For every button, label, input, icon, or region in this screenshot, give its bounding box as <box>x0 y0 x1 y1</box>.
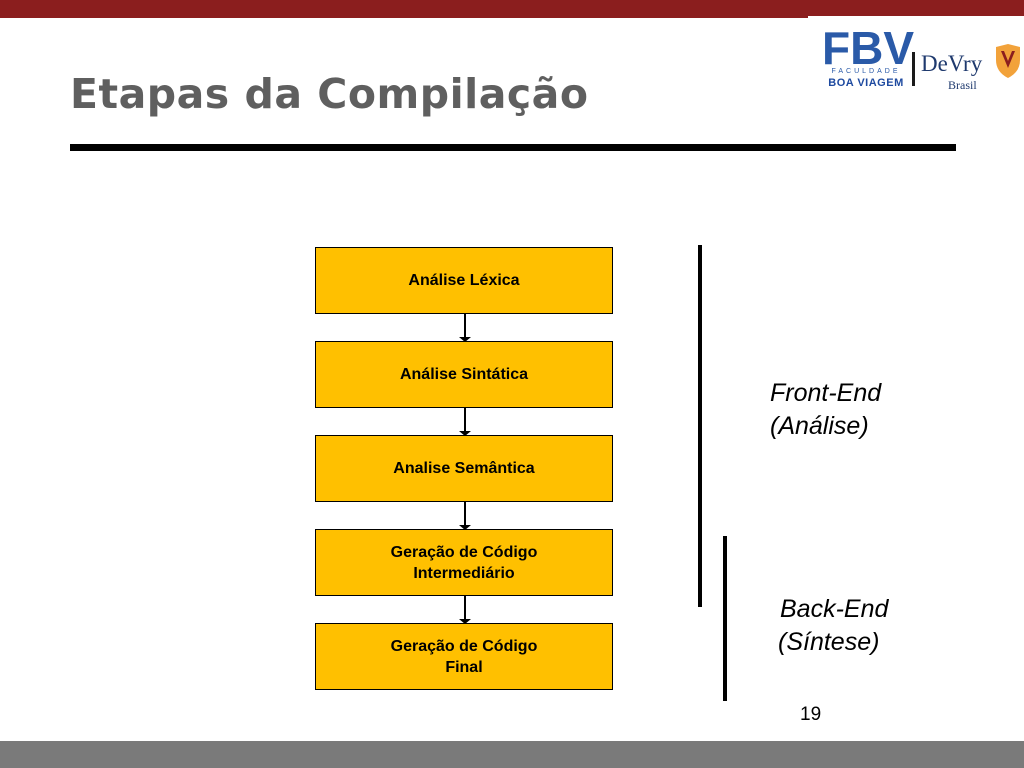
title-underline <box>70 144 956 151</box>
back-end-bracket <box>723 536 727 701</box>
devry-logo-subtitle: Brasil <box>948 78 977 92</box>
stage-label: Análise Léxica <box>408 272 520 289</box>
stage-final-code-generation: Geração de Código Final <box>315 623 613 690</box>
devry-logo-text: DeVry <box>921 51 983 76</box>
stage-syntactic-analysis: Análise Sintática <box>315 341 613 408</box>
stage-label: Análise Sintática <box>399 366 529 383</box>
logo-divider <box>912 52 915 86</box>
bottom-bar <box>0 741 1024 768</box>
slide-title: Etapas da Compilação <box>70 70 589 118</box>
page-number: 19 <box>800 704 822 725</box>
fbv-logo-text: FBV <box>822 22 914 72</box>
flow-arrow <box>459 408 471 436</box>
fbv-logo-subtitle-2: BOA VIAGEM <box>828 77 904 89</box>
devry-shield-icon <box>996 44 1020 78</box>
back-end-label: Back-End (Síntese) <box>778 593 889 659</box>
front-end-bracket <box>698 245 702 607</box>
top-accent-bar <box>0 0 1024 18</box>
fbv-logo-icon: FBV <box>822 22 914 72</box>
fbv-logo-subtitle: FACULDADE <box>831 68 901 75</box>
stage-intermediate-code-generation: Geração de Código Intermediário <box>315 529 613 596</box>
stage-label: Geração de Código Final <box>390 637 538 676</box>
stage-label: Geração de Código Intermediário <box>390 543 538 582</box>
back-end-label-line2: (Síntese) <box>778 628 880 656</box>
front-end-label-line1: Front-End <box>770 379 882 407</box>
stage-semantic-analysis: Analise Semântica <box>315 435 613 502</box>
stage-lexical-analysis: Análise Léxica <box>315 247 613 314</box>
back-end-label-line1: Back-End <box>780 595 889 623</box>
flow-arrow <box>459 596 471 624</box>
front-end-label-line2: (Análise) <box>770 412 869 440</box>
front-end-label: Front-End (Análise) <box>770 377 881 443</box>
flow-arrow <box>459 314 471 342</box>
institution-logos: FBV FACULDADE BOA VIAGEM DeVry Brasil <box>808 16 1024 98</box>
flow-arrow <box>459 502 471 530</box>
stage-label: Analise Semântica <box>393 460 535 477</box>
